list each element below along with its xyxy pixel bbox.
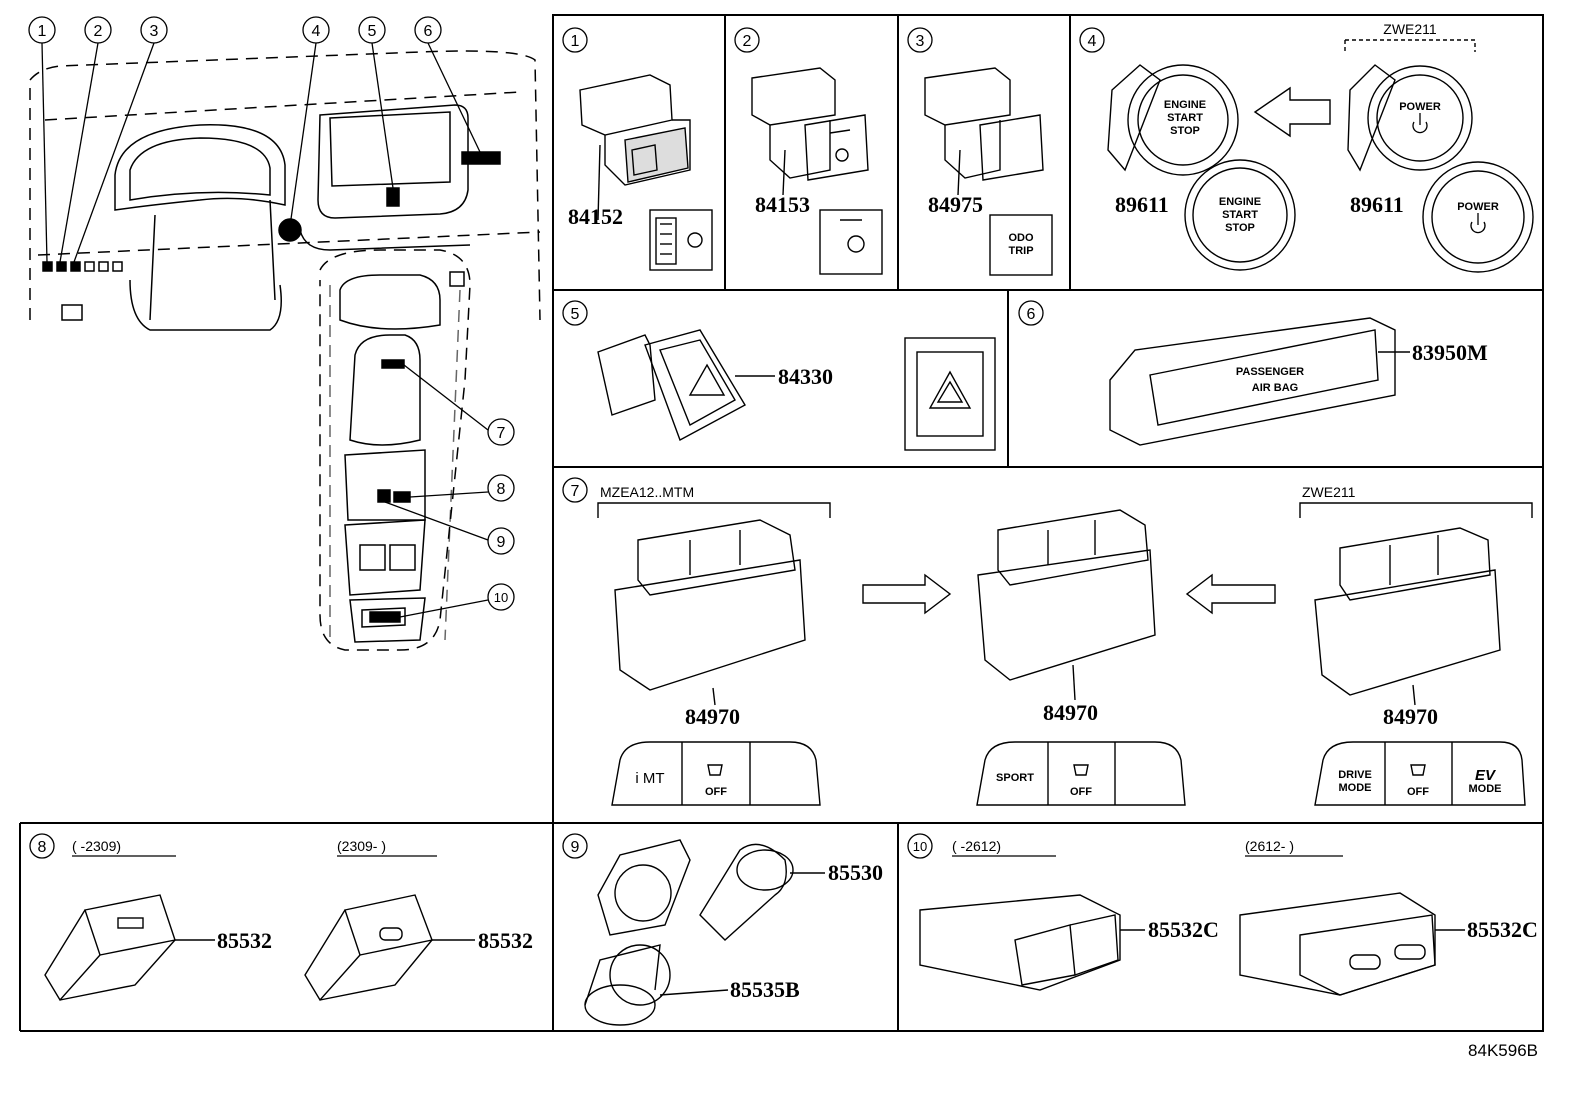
power-icon — [1412, 113, 1486, 234]
panel-8-range-right: (2309- ) — [337, 838, 386, 854]
callout-6: 6 — [424, 23, 433, 40]
panel-10-index: 10 — [913, 839, 927, 854]
panel-6-part-number: 83950M — [1412, 340, 1488, 365]
panel-5-hazard-switch — [597, 329, 996, 451]
panel-8-usb-right — [304, 894, 475, 1002]
panel-7-label-sport: SPORT — [996, 772, 1034, 784]
panel-4-power-label-1: POWER — [1399, 101, 1441, 113]
panel-4-part-left: 89611 — [1115, 192, 1169, 217]
panel-7-brackets — [597, 502, 1533, 518]
panel-7-label-imt: i MT — [635, 770, 664, 787]
panel-8-part-left: 85532 — [217, 928, 272, 953]
panel-9-index: 9 — [571, 839, 580, 856]
panel-7-switch-left — [614, 519, 806, 706]
panel-4-engine-label-2c: STOP — [1225, 222, 1255, 234]
panel-4-model: ZWE211 — [1383, 21, 1437, 37]
panel-10-range-left: ( -2612) — [952, 838, 1001, 854]
callout-8: 8 — [497, 481, 506, 498]
panel-8-part-right: 85532 — [478, 928, 533, 953]
callout-10: 10 — [494, 590, 508, 605]
panel-5-part-number: 84330 — [778, 364, 833, 389]
panel-7-part-left: 84970 — [685, 704, 740, 729]
panel-3-icon-line1: ODO — [1008, 232, 1034, 244]
panel-8-index: 8 — [38, 839, 47, 856]
panel-4-engine-label-1c: STOP — [1170, 125, 1200, 137]
panel-7-label-ev-1: EV — [1475, 767, 1497, 784]
dashboard-overview — [29, 50, 541, 651]
panel-7-button-strip-right — [1314, 741, 1526, 806]
panel-8-usb-left — [44, 894, 215, 1002]
callout-1: 1 — [38, 23, 47, 40]
panel-7-model-right: ZWE211 — [1302, 484, 1356, 500]
panel-6-airbag-indicator — [1109, 317, 1410, 446]
panel-7-button-strip-left — [611, 741, 821, 806]
panel-grid — [19, 14, 1544, 1032]
panel-7-index: 7 — [571, 483, 580, 500]
panel-7-label-off-mid: OFF — [1070, 786, 1092, 798]
panel-7-label-off-left: OFF — [705, 786, 727, 798]
panel-10-usb-left — [919, 894, 1145, 991]
panel-2-index: 2 — [743, 33, 752, 50]
panel-3-index: 3 — [916, 33, 925, 50]
panel-7-label-ev-2: MODE — [1469, 783, 1502, 795]
panel-7-label-off-right: OFF — [1407, 786, 1429, 798]
panel-7-label-drive-2: MODE — [1339, 782, 1372, 794]
panel-9-part-bottom: 85535B — [730, 977, 800, 1002]
panel-10-range-right: (2612- ) — [1245, 838, 1294, 854]
callout-9: 9 — [497, 534, 506, 551]
callout-4: 4 — [312, 23, 321, 40]
panel-6-label-1: PASSENGER — [1236, 366, 1304, 378]
panel-1-part-number: 84152 — [568, 204, 623, 229]
panel-4-index: 4 — [1088, 33, 1097, 50]
panel-4-part-right: 89611 — [1350, 192, 1404, 217]
panel-6-index: 6 — [1027, 306, 1036, 323]
panel-1-index: 1 — [571, 33, 580, 50]
panel-7-arrows — [862, 573, 1276, 615]
panel-7-switch-right — [1314, 527, 1501, 706]
panel-6-label-2: AIR BAG — [1252, 382, 1298, 394]
panel-2-switch — [751, 67, 883, 275]
diagram-code: 84K596B — [1468, 1041, 1538, 1060]
callout-5: 5 — [368, 23, 377, 40]
panel-3-part-number: 84975 — [928, 192, 983, 217]
panel-10-usb-right — [1239, 892, 1465, 996]
panel-7-part-mid: 84970 — [1043, 700, 1098, 725]
panel-4-engine-label-1a: ENGINE — [1164, 99, 1206, 111]
panel-9-power-outlet — [584, 839, 825, 1026]
callout-7: 7 — [497, 425, 506, 442]
panel-2-part-number: 84153 — [755, 192, 810, 217]
panel-4-engine-label-2b: START — [1222, 209, 1258, 221]
panel-7-button-strip-mid — [976, 741, 1186, 806]
panel-3-switch — [924, 67, 1053, 276]
panel-3-icon-line2: TRIP — [1008, 245, 1033, 257]
panel-4-power-label-2: POWER — [1457, 201, 1499, 213]
panel-7-switch-mid — [977, 509, 1156, 701]
panel-10-part-left: 85532C — [1148, 917, 1219, 942]
panel-10-part-right: 85532C — [1467, 917, 1538, 942]
overview-callouts — [28, 16, 515, 618]
panel-4-engine-label-1b: START — [1167, 112, 1203, 124]
panel-7-label-drive-1: DRIVE — [1338, 769, 1372, 781]
callout-3: 3 — [150, 23, 159, 40]
panel-7-model-left: MZEA12..MTM — [600, 484, 694, 500]
panel-5-index: 5 — [571, 306, 580, 323]
panel-4-engine-label-2a: ENGINE — [1219, 196, 1261, 208]
panel-9-part-top: 85530 — [828, 860, 883, 885]
panel-8-range-left: ( -2309) — [72, 838, 121, 854]
callout-2: 2 — [94, 23, 103, 40]
panel-7-part-right: 84970 — [1383, 704, 1438, 729]
panel-4-start-buttons — [1107, 39, 1534, 273]
panel-1-switch — [579, 74, 713, 271]
